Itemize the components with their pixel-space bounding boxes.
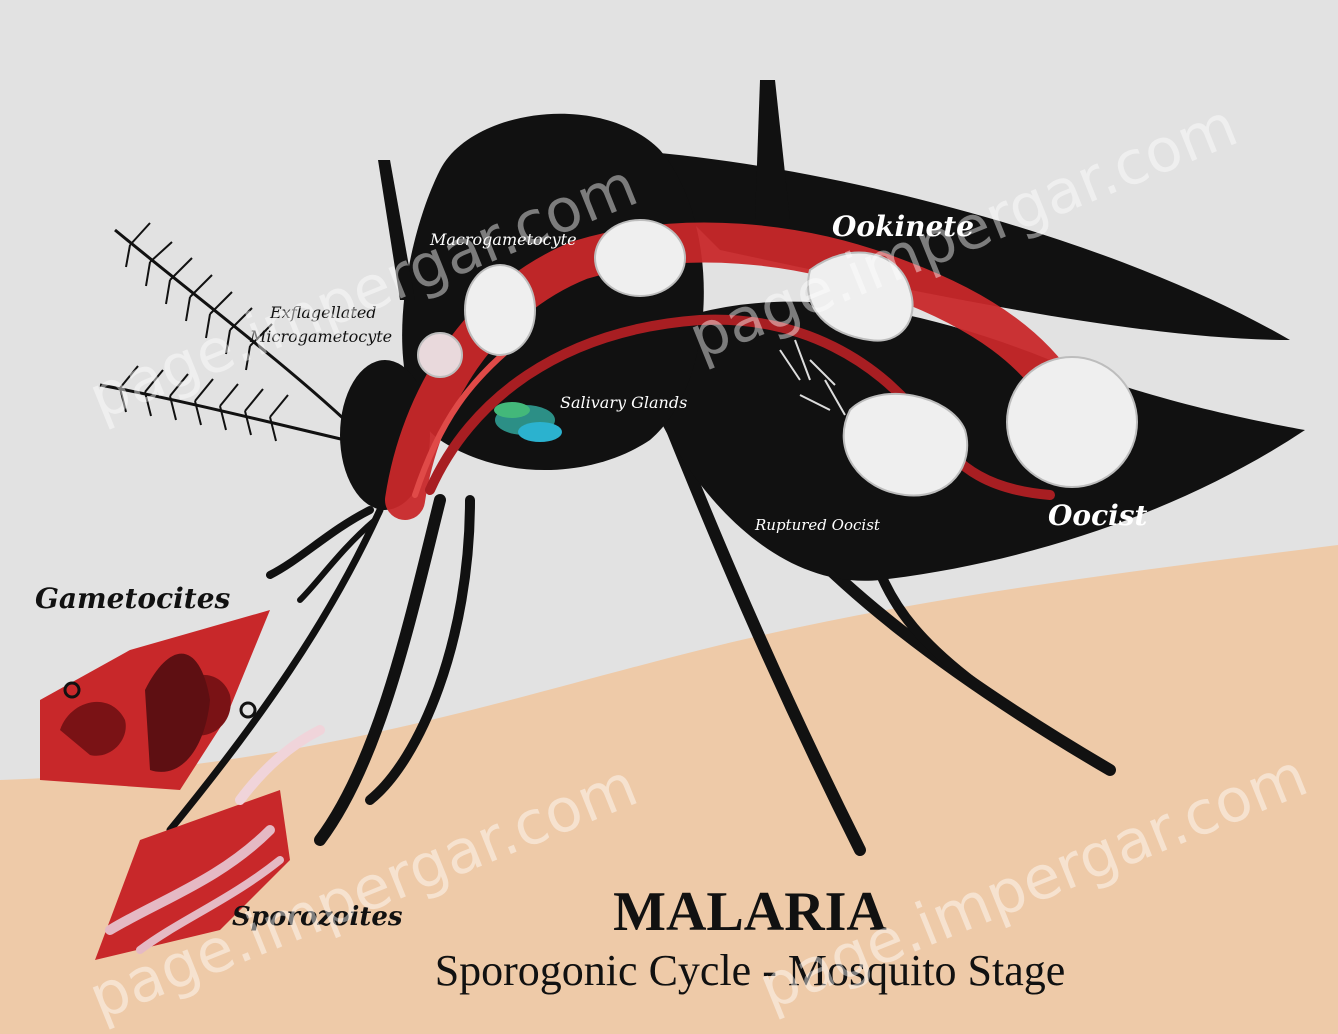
label-gametocytes: Gametocites — [35, 582, 231, 615]
label-ruptured-oocyst: Ruptured Oocist — [754, 516, 881, 534]
label-oocyst: Oocist — [1048, 499, 1148, 532]
label-salivary-glands: Salivary Glands — [560, 393, 687, 412]
diagram-subtitle: Sporogonic Cycle - Mosquito Stage — [435, 946, 1066, 995]
oocyst-cell — [1007, 357, 1137, 487]
zygote-cell — [595, 220, 685, 296]
microgametocyte-cell — [418, 333, 462, 377]
